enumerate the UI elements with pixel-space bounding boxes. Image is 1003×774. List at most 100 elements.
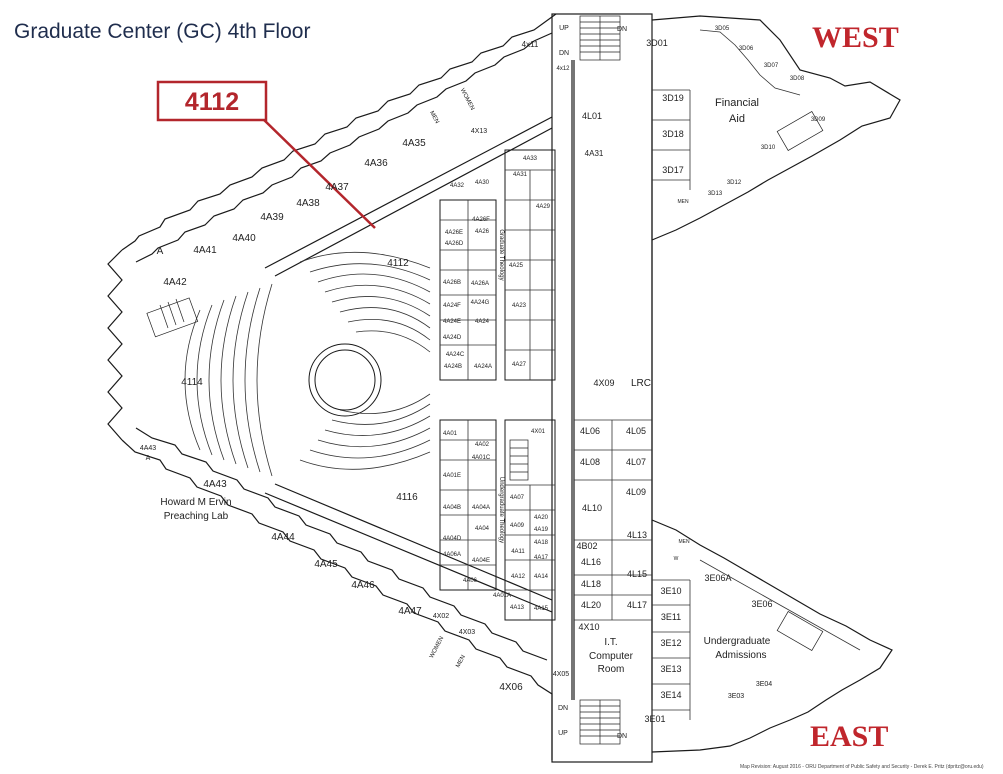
room-label-3d19: 3D19	[662, 93, 684, 103]
room-label-4a24g: 4A24G	[471, 300, 490, 306]
room-label-3d13: 3D13	[708, 191, 723, 197]
room-label-4a17: 4A17	[534, 555, 549, 561]
room-label-4a24: 4A24	[475, 319, 490, 325]
room-label-4a31b: 4A31	[513, 172, 528, 178]
room-label-men-3e: MEN	[678, 539, 690, 545]
room-label-4a04e: 4A04E	[472, 558, 490, 564]
room-label-4a24a: 4A24A	[474, 364, 492, 370]
room-label-it2: Computer	[589, 651, 634, 662]
room-label-4l06: 4L06	[580, 426, 600, 436]
room-label-4l17: 4L17	[627, 600, 647, 610]
room-label-4a25: 4A25	[509, 263, 524, 269]
room-label-a-west: A	[157, 246, 164, 257]
room-label-4116: 4116	[396, 492, 418, 503]
room-label-4a45: 4A45	[314, 559, 338, 570]
room-label-dn-top-l: DN	[559, 50, 569, 57]
room-label-4a04: 4A04	[475, 526, 490, 532]
room-label-4b02: 4B02	[576, 541, 597, 551]
room-label-up-top: UP	[559, 25, 569, 32]
lecture-hall-4112	[299, 251, 431, 353]
room-label-4a04a: 4A04A	[472, 505, 490, 511]
room-label-4114: 4114	[181, 377, 203, 388]
room-label-3e12: 3E12	[660, 638, 681, 648]
room-label-4a01c: 4A01C	[472, 455, 491, 461]
room-label-4a24b: 4A24B	[444, 364, 462, 370]
room-label-4a15: 4A15	[534, 606, 549, 612]
room-label-4a43: 4A43	[203, 479, 227, 490]
room-label-4a39: 4A39	[260, 212, 284, 223]
room-label-4a02: 4A02	[475, 442, 490, 448]
room-label-4l15: 4L15	[627, 569, 647, 579]
room-label-4l10: 4L10	[582, 503, 602, 513]
stairwell-top	[579, 15, 621, 61]
room-label-4a29: 4A29	[536, 204, 551, 210]
room-label-4a07: 4A07	[510, 495, 525, 501]
callout-label: 4112	[185, 88, 239, 116]
room-label-4x02: 4X02	[433, 613, 449, 620]
room-label-it3: Room	[598, 664, 625, 675]
room-label-4a24e: 4A24E	[443, 319, 461, 325]
room-label-3d10: 3D10	[761, 145, 776, 151]
room-label-dn-bot-l: DN	[558, 705, 568, 712]
room-label-4a09: 4A09	[510, 523, 525, 529]
room-label-4a26b: 4A26B	[443, 280, 461, 286]
map-revision-footer: Map Revision: August 2016 - ORU Departme…	[740, 764, 984, 770]
room-label-howard: Howard M Ervin	[160, 497, 231, 508]
room-label-3e06a: 3E06A	[704, 573, 731, 583]
room-label-3d07: 3D07	[764, 63, 779, 69]
callout-box	[156, 80, 268, 122]
room-label-4x11: 4x11	[522, 40, 539, 49]
room-label-3e04: 3E04	[756, 681, 772, 688]
room-label-4a04d: 4A04D	[443, 536, 462, 542]
room-label-4a30: 4A30	[475, 180, 490, 186]
room-label-4a20: 4A20	[534, 515, 549, 521]
room-label-4a01a: 4A01A	[493, 593, 511, 599]
room-label-4a27: 4A27	[512, 362, 527, 368]
undergraduate-theology-offices	[439, 419, 556, 621]
room-label-4a26f: 4A26F	[472, 217, 490, 223]
room-label-4a12: 4A12	[511, 574, 526, 580]
room-label-4l13: 4L13	[627, 530, 647, 540]
room-label-4x06: 4X06	[499, 682, 523, 693]
room-label-4a33: 4A33	[523, 156, 538, 162]
room-label-4x03: 4X03	[459, 629, 475, 636]
room-label-ut: Undergraduate Theology	[498, 477, 504, 543]
room-label-4a35: 4A35	[402, 138, 426, 149]
room-label-4l01: 4L01	[582, 111, 602, 121]
room-label-howard2: Preaching Lab	[164, 511, 229, 522]
room-label-4a38: 4A38	[296, 198, 320, 209]
room-label-4x09: 4X09	[593, 378, 614, 388]
room-label-4x13: 4X13	[471, 128, 487, 135]
room-label-4a32: 4A32	[450, 183, 465, 189]
room-label-4a24c: 4A24C	[446, 352, 465, 358]
room-label-4a36: 4A36	[364, 158, 388, 169]
room-label-4x05: 4X05	[553, 671, 569, 678]
map-title: Graduate Center (GC) 4th Floor	[14, 20, 310, 43]
callout-leader-line	[261, 117, 376, 229]
room-label-4l09: 4L09	[626, 487, 646, 497]
lecture-hall-4114	[184, 283, 273, 477]
room-label-4a19: 4A19	[534, 527, 549, 533]
direction-east-label: EAST	[810, 720, 888, 753]
room-label-3e13: 3E13	[660, 664, 681, 674]
room-4112-callout: 4112	[156, 80, 376, 229]
room-label-4l18: 4L18	[581, 579, 601, 589]
room-label-gt: Graduate Theology	[498, 229, 504, 280]
room-label-men-e: MEN	[455, 654, 467, 669]
atrium-circle	[308, 343, 382, 417]
room-label-3d12: 3D12	[727, 180, 742, 186]
room-label-4a01: 4A01	[443, 431, 458, 437]
room-label-4a04b: 4A04B	[443, 505, 461, 511]
room-label-4a14: 4A14	[534, 574, 549, 580]
room-label-ua1: Undergraduate	[704, 636, 771, 647]
room-label-4a24d: 4A24D	[443, 335, 462, 341]
room-label-4112: 4112	[387, 258, 409, 269]
room-label-4x12: 4x12	[556, 66, 570, 72]
room-label-3d06: 3D06	[739, 46, 754, 52]
stairwell-west-left	[146, 297, 199, 338]
room-label-4a43-a: 4A43	[140, 445, 156, 452]
room-label-4l05: 4L05	[626, 426, 646, 436]
room-label-men-w: MEN	[428, 110, 440, 125]
room-label-lrc: LRC	[631, 378, 651, 389]
